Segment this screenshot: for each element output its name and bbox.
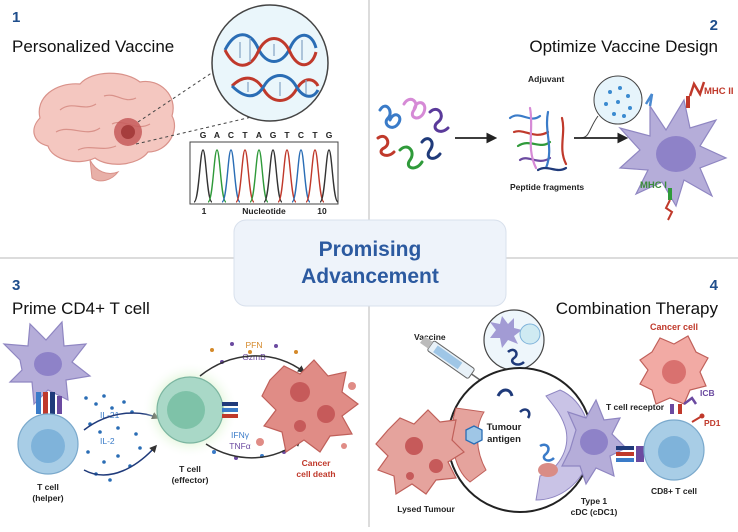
ifng-label: IFNγ — [231, 430, 250, 440]
chromatogram-peak — [249, 149, 269, 203]
cancer-cell-label: Cancer cell — [650, 322, 698, 332]
icb-label: ICB — [700, 388, 715, 398]
mhc2-label: MHC II — [704, 86, 734, 97]
effector-label-1: T cell — [179, 464, 201, 474]
death-label-1: Cancer — [302, 458, 332, 468]
cdc-label-2: cDC (cDC1) — [571, 507, 618, 517]
center-callout: Promising Advancement — [233, 219, 507, 307]
dna-zoom-circle — [211, 4, 329, 122]
cd8-label: CD8+ T cell — [651, 486, 697, 496]
chromatogram-peak — [207, 149, 227, 203]
helper-label-1: T cell — [37, 482, 59, 492]
center-title-line1: Promising — [319, 238, 422, 261]
axis-label: Nucleotide — [242, 206, 286, 216]
sequence-letters: G A C T A G T C T G — [200, 130, 333, 140]
pd1-label: PD1 — [704, 418, 721, 428]
base-7: T — [284, 130, 290, 140]
antigen-presenting-cell — [2, 320, 92, 406]
panel-3-number: 3 — [12, 277, 20, 294]
lysed-label: Lysed Tumour — [397, 504, 455, 514]
helper-t-cell — [17, 413, 79, 475]
base-10: G — [326, 130, 333, 140]
checkpoint-molecules — [670, 396, 705, 423]
panel-4-number: 4 — [710, 277, 719, 294]
panel-2: 2 Optimize Vaccine Design Adjuvant Pepti… — [376, 17, 734, 221]
cancer-cell-death — [256, 359, 359, 453]
cdc-label-1: Type 1 — [581, 496, 608, 506]
helper-label-2: (helper) — [32, 493, 63, 503]
tcr-label: T cell receptor — [606, 402, 665, 412]
adjuvant-bubble — [579, 75, 643, 139]
cdc1-cell — [561, 398, 628, 486]
panel-1-number: 1 — [12, 9, 20, 26]
panel-3-title: Prime CD4+ T cell — [12, 299, 150, 318]
base-2: A — [214, 130, 220, 140]
panel-4: 4 Combination Therapy Vaccine — [375, 277, 721, 517]
base-4: T — [242, 130, 248, 140]
chromatogram-peak — [291, 149, 311, 203]
effector-label-2: (effector) — [172, 475, 209, 485]
tcr-synapse — [616, 446, 644, 462]
base-9: T — [312, 130, 318, 140]
base-8: C — [298, 130, 304, 140]
mhc1-label: MHC I — [640, 180, 667, 191]
vaccine-label: Vaccine — [414, 332, 446, 342]
chromatogram-peak — [319, 149, 339, 203]
base-3: C — [228, 130, 234, 140]
chromatogram-peaks — [193, 149, 339, 203]
cancer-cell — [639, 335, 709, 405]
base-1: G — [200, 130, 207, 140]
panel-3: 3 Prime CD4+ T cell T cell (helper) — [2, 277, 359, 503]
tumour-label-1: Tumour — [487, 422, 522, 433]
chromatogram-peak — [221, 149, 241, 203]
cd8-t-cell — [643, 419, 705, 481]
neoantigen-proteins — [376, 97, 450, 170]
pfn-label: PFN — [246, 340, 263, 350]
il21-label: IL-21 — [100, 410, 120, 420]
center-title-line2: Advancement — [301, 265, 439, 288]
il2-label: IL-2 — [100, 436, 115, 446]
dendritic-cell — [618, 81, 728, 221]
panel-2-number: 2 — [710, 17, 718, 34]
panel-4-title: Combination Therapy — [556, 299, 719, 318]
tnfa-label: TNFα — [229, 441, 251, 451]
adjuvant-label: Adjuvant — [528, 74, 565, 84]
chromatogram-peak — [193, 149, 213, 203]
effector-t-cell — [142, 362, 238, 458]
panel-2-title: Optimize Vaccine Design — [529, 37, 718, 56]
axis-start: 1 — [202, 206, 207, 216]
chromatogram-peak — [235, 149, 255, 203]
sequencing-chromatogram: G A C T A G T C T G 1 Nucleotide 10 — [189, 130, 339, 216]
lysed-tumour — [375, 409, 465, 496]
brain-illustration — [33, 72, 176, 182]
panel-1: 1 Personalized Vaccine — [12, 4, 339, 216]
gzmb-label: GzmB — [242, 352, 266, 362]
peptide-fragments — [508, 106, 568, 172]
vaccine-zoom — [483, 309, 545, 371]
mhc-tcr-synapse — [36, 392, 62, 414]
tumour-zoom-circle — [447, 367, 593, 513]
panel-1-title: Personalized Vaccine — [12, 37, 174, 56]
chromatogram-peak — [305, 149, 325, 203]
tumour-label-2: antigen — [487, 434, 521, 445]
base-6: G — [270, 130, 277, 140]
base-5: A — [256, 130, 262, 140]
axis-end: 10 — [317, 206, 327, 216]
chromatogram-peak — [263, 149, 283, 203]
death-label-2: cell death — [296, 469, 335, 479]
peptide-fragments-label: Peptide fragments — [510, 182, 584, 192]
chromatogram-peak — [277, 149, 297, 203]
